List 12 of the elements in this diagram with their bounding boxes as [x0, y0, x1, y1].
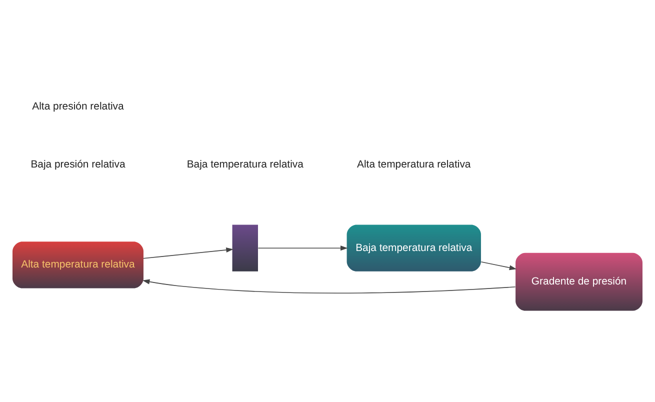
arrow: [142, 278, 516, 294]
label: Baja temperatura relativa: [186, 158, 304, 170]
arrow: [480, 260, 517, 270]
arrow: [143, 246, 234, 258]
label: Baja presión relativa: [30, 158, 126, 170]
node-box: Alta temperatura relativa: [12, 241, 144, 288]
node-box: Gradente de presión: [516, 252, 642, 310]
arrow: [258, 245, 348, 250]
node-box: [232, 224, 258, 271]
node-box: Baja temperatura relativa: [346, 224, 481, 271]
label: Alta presión relativa: [32, 100, 124, 112]
label: Alta temperatura relativa: [357, 158, 471, 170]
